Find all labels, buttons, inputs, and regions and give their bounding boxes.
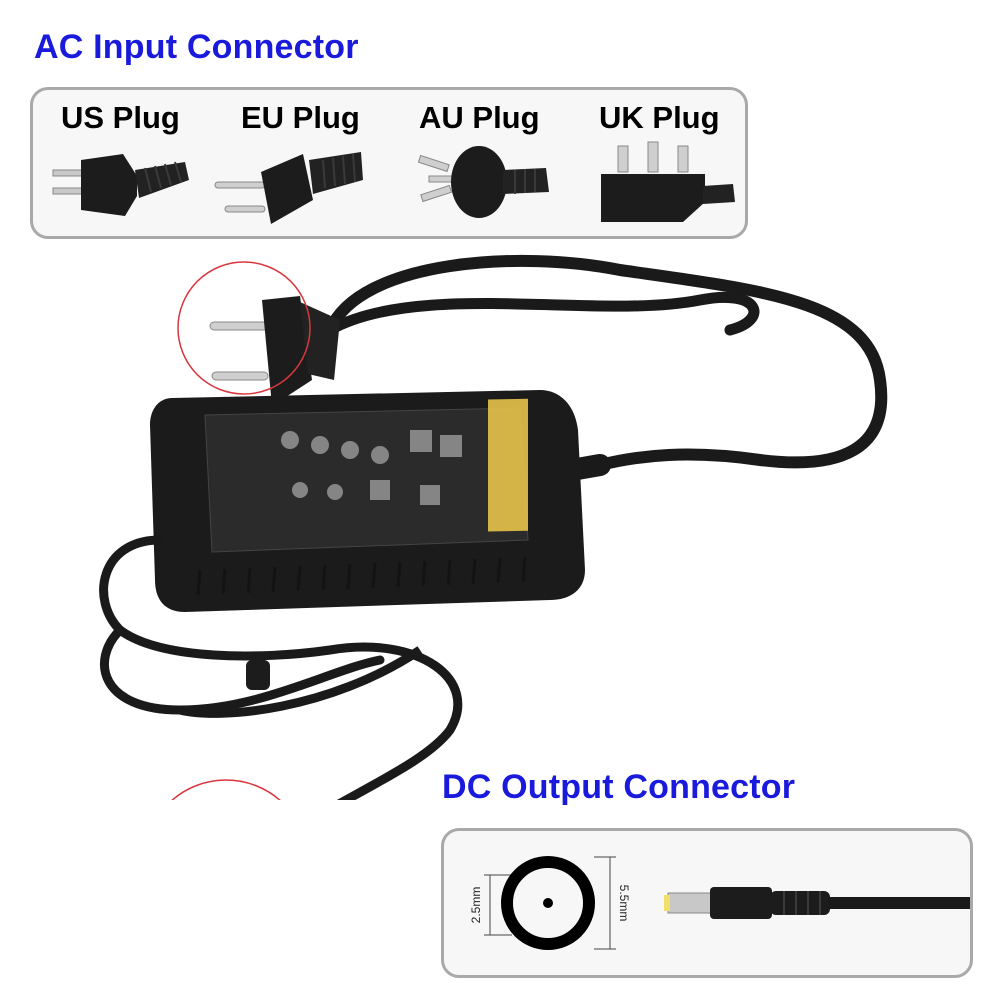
- adapter-label-accent: [488, 398, 528, 532]
- dc-connector-diagram: 2.5mm 5.5mm: [469, 856, 970, 950]
- outer-diameter-label: 5.5mm: [617, 885, 631, 922]
- dc-output-heading: DC Output Connector: [442, 768, 796, 806]
- dc-connector-panel: 2.5mm 5.5mm: [441, 828, 973, 978]
- ac-cable: [324, 254, 888, 471]
- eu-plug-icon: [214, 152, 363, 224]
- dc-plug-side-view: [664, 887, 970, 919]
- us-plug-icon: [52, 154, 189, 216]
- dc-cable: [99, 535, 463, 800]
- uk-plug-icon: [601, 141, 735, 222]
- eu-plug-label: EU Plug: [241, 100, 360, 135]
- au-plug-icon: [417, 146, 549, 218]
- au-plug-label: AU Plug: [419, 100, 540, 135]
- barrel-cross-section: [501, 856, 595, 950]
- ac-plug-highlight-circle: [177, 261, 311, 395]
- adapter-body: [150, 390, 585, 612]
- dc-plug-highlight-circle: [171, 779, 281, 800]
- plug-types-panel: US Plug EU Plug AU Plug UK: [30, 87, 748, 239]
- uk-plug-label: UK Plug: [599, 100, 720, 135]
- ferrite-core: [246, 660, 270, 690]
- eu-plug-on-cable: [209, 296, 340, 406]
- ac-input-heading: AC Input Connector: [34, 28, 359, 66]
- power-adapter-photo: [99, 254, 888, 800]
- us-plug-label: US Plug: [61, 100, 180, 135]
- center-pin: [543, 898, 553, 908]
- inner-diameter-label: 2.5mm: [469, 887, 483, 924]
